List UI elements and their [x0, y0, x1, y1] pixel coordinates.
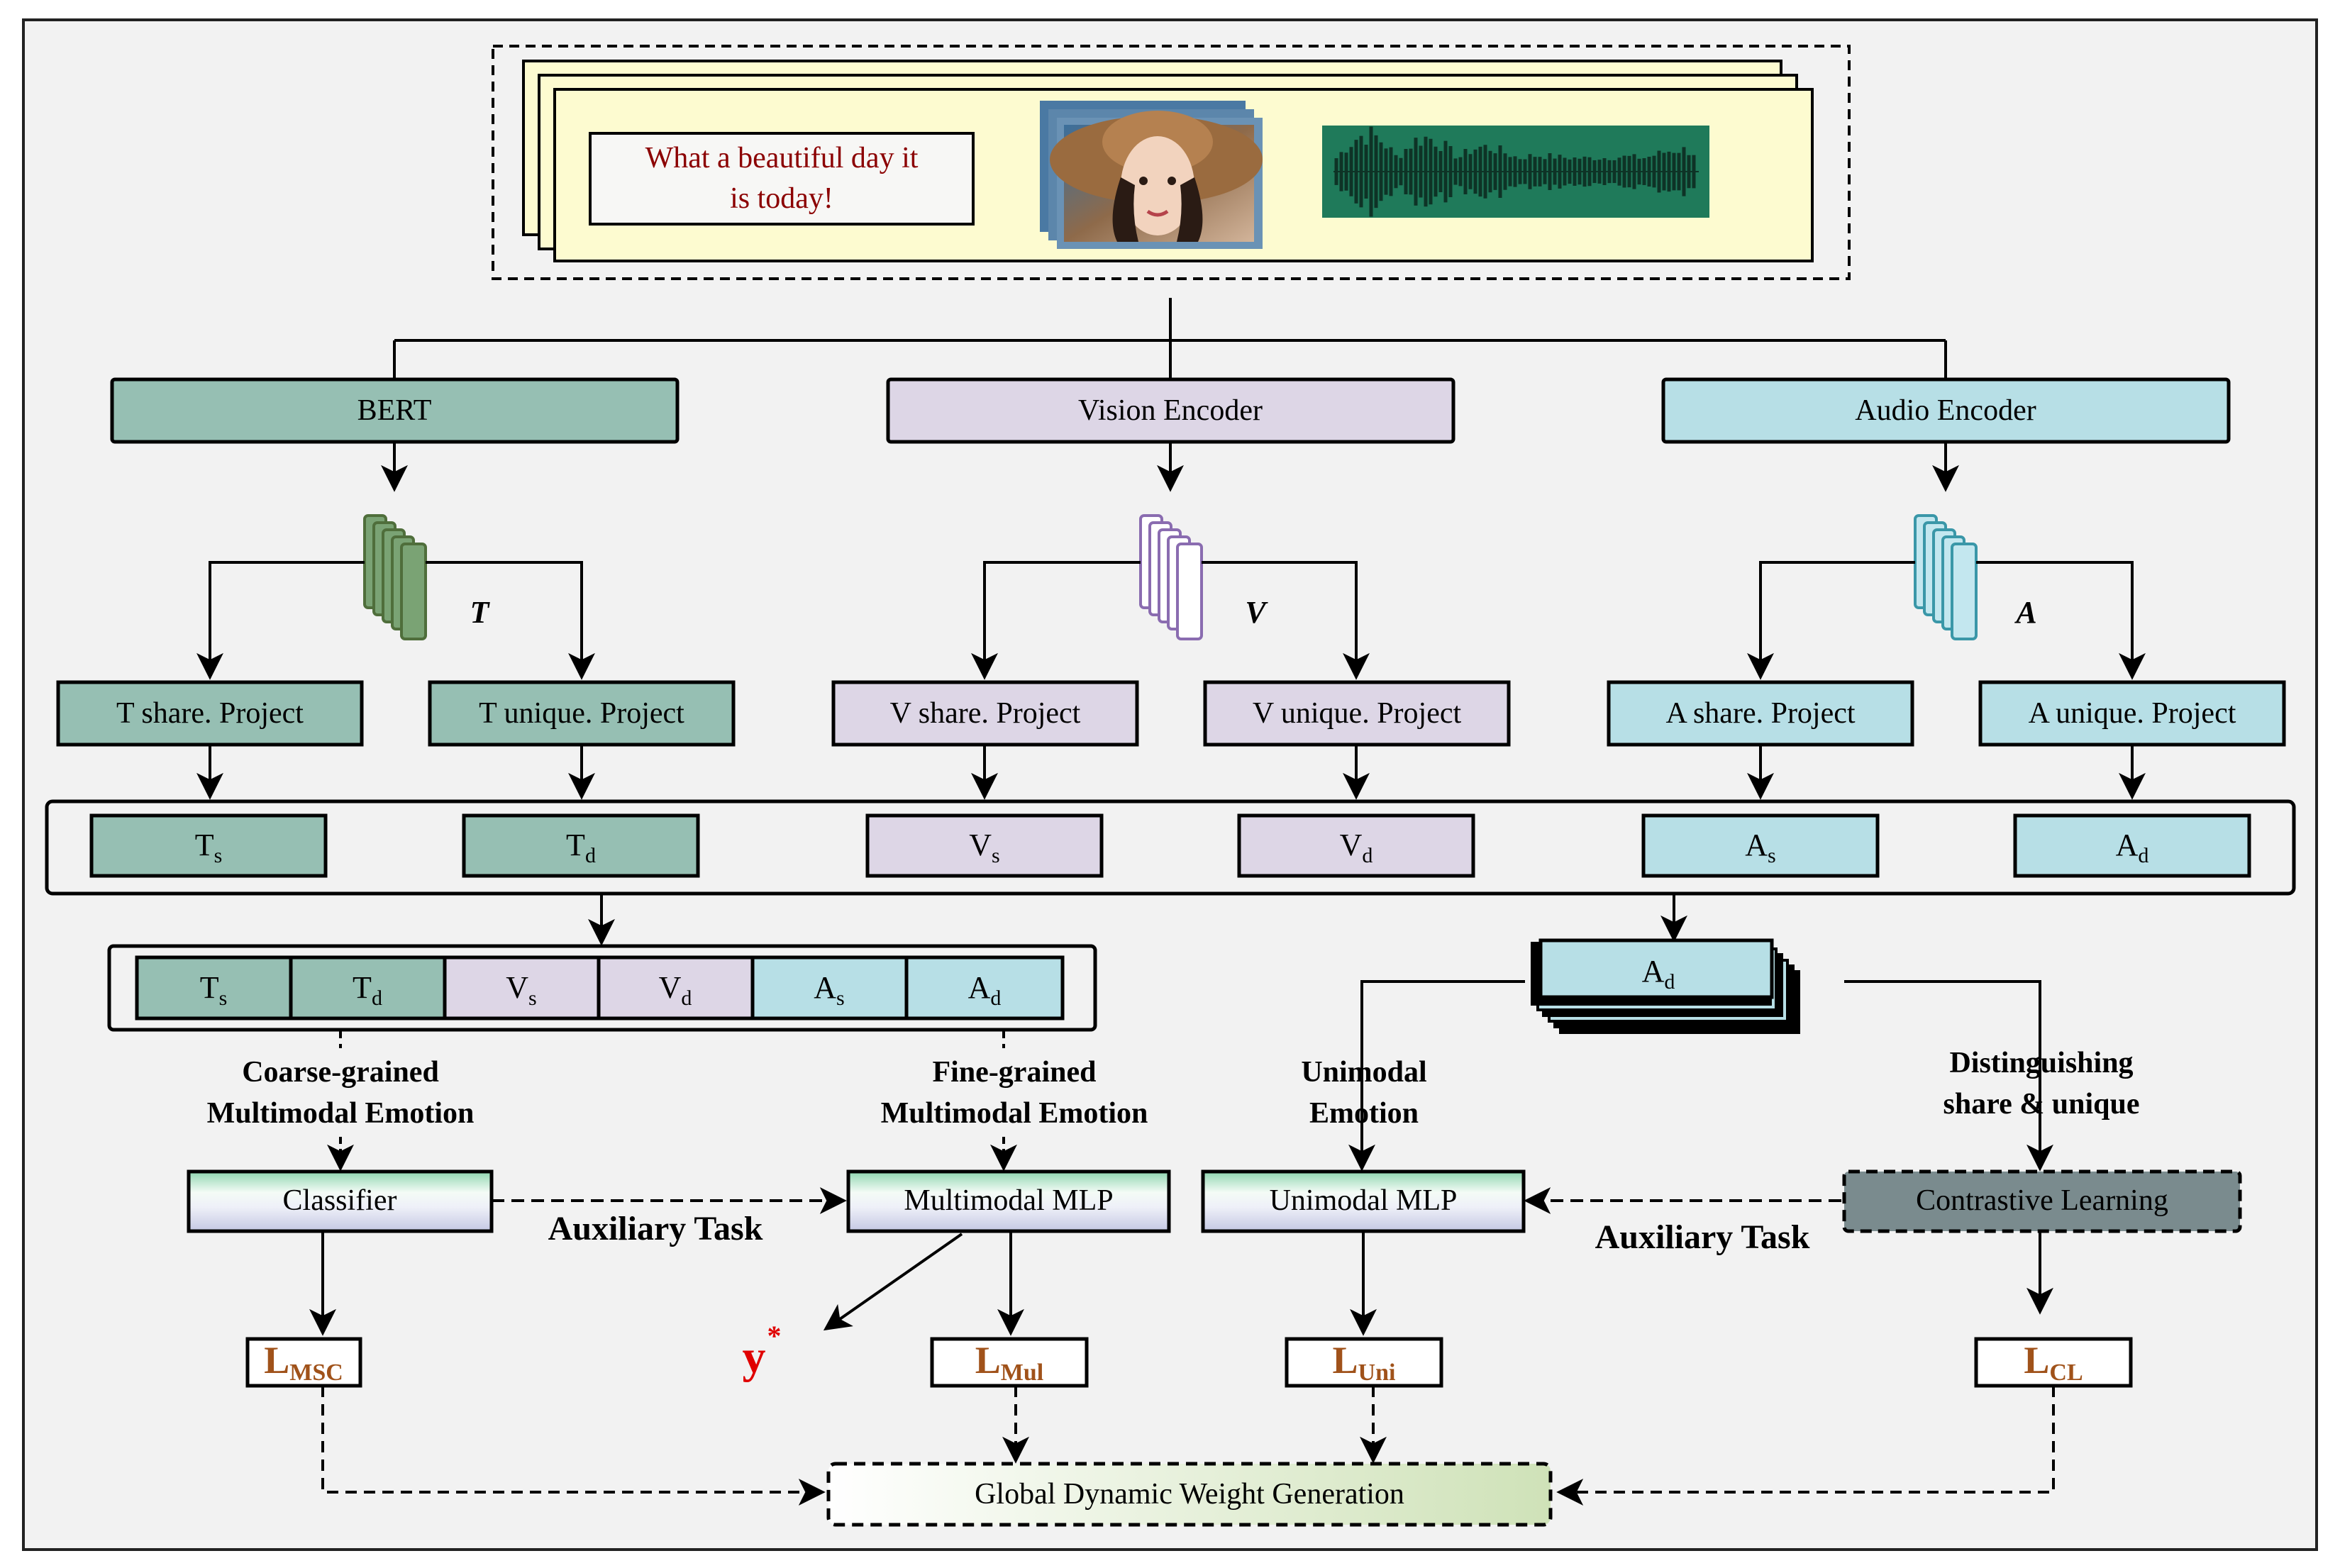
- distinguish-label-line1: Distinguishing: [1949, 1047, 2133, 1079]
- v-share-project-box[interactable]: [831, 680, 1139, 747]
- losses: LMSC LMul LUni LCL: [245, 1337, 2133, 1388]
- contrastive-learning-box[interactable]: [1842, 1169, 2242, 1233]
- t-share-project-box[interactable]: [56, 680, 364, 747]
- coarse-label-line2: Multimodal Emotion: [207, 1097, 475, 1130]
- concat-vd-label: Vd: [659, 970, 692, 1010]
- input-text-line1: What a beautiful day it: [645, 142, 919, 174]
- face-image-icon: [1040, 101, 1263, 249]
- auxiliary-task-right-label: Auxiliary Task: [1595, 1218, 1810, 1256]
- concat-ts-label: Ts: [200, 970, 228, 1010]
- token-td-box: [462, 813, 700, 878]
- multimodal-mlp-box[interactable]: [846, 1169, 1171, 1233]
- concat-ts-box: [135, 955, 293, 1021]
- token-ts-label: Ts: [195, 828, 223, 867]
- a-unique-project-box[interactable]: [1978, 680, 2286, 747]
- v-unique-project-label: V unique. Project: [1253, 697, 1462, 730]
- token-vd-box: [1237, 813, 1475, 878]
- audio-feature-stack-icon: [1914, 514, 1978, 640]
- token-row-arrows: [588, 894, 1687, 946]
- global-connectors: [321, 1386, 2055, 1506]
- token-ad-label: Ad: [2116, 828, 2149, 867]
- token-vs-label: Vs: [969, 828, 999, 867]
- concat-ad-box: [904, 955, 1065, 1021]
- vision-feature-stack-icon: [1139, 514, 1203, 640]
- concat-td-label: Td: [353, 970, 382, 1010]
- token-ad-box: [2013, 813, 2251, 878]
- bert-encoder-label: BERT: [357, 394, 432, 427]
- multimodal-mlp-label: Multimodal MLP: [904, 1184, 1113, 1217]
- unimodal-label-line2: Emotion: [1309, 1097, 1419, 1130]
- token-row-container: [45, 799, 2296, 896]
- concat-vd-box: [597, 955, 755, 1021]
- auxiliary-task-left-label: Auxiliary Task: [548, 1210, 763, 1247]
- loss-uni-label: LUni: [1333, 1339, 1396, 1386]
- output-y-label: y*: [743, 1320, 782, 1383]
- text-feature-label: T: [470, 595, 491, 630]
- projection-arrows: [196, 745, 2146, 800]
- concat-ad-label: Ad: [968, 970, 1002, 1010]
- loss-msc-label: LMSC: [264, 1339, 343, 1386]
- global-weight-label: Global Dynamic Weight Generation: [975, 1478, 1404, 1511]
- classifier-label: Classifier: [283, 1184, 397, 1217]
- a-share-project-box[interactable]: [1607, 680, 1914, 747]
- token-as-label: As: [1745, 828, 1775, 867]
- concat-drop-lines: [339, 1030, 1005, 1048]
- token-ts-box: [89, 813, 328, 878]
- loss-mul-label: LMul: [975, 1339, 1043, 1386]
- a-share-project-label: A share. Project: [1665, 697, 1855, 730]
- unimodal-label-line1: Unimodal: [1301, 1056, 1426, 1089]
- a-unique-project-label: A unique. Project: [2029, 697, 2236, 730]
- audio-feature-label: A: [2014, 595, 2036, 630]
- input-dashed-frame: [492, 45, 1851, 280]
- loss-cl-label: LCL: [2024, 1339, 2083, 1386]
- token-row: Ts Td Vs Vd As Ad: [89, 813, 2251, 878]
- loss-msc-box: [245, 1337, 362, 1388]
- fine-label-line1: Fine-grained: [933, 1056, 1097, 1089]
- classifier-box[interactable]: [187, 1169, 494, 1233]
- global-weight-box[interactable]: [826, 1462, 1553, 1527]
- token-td-label: Td: [566, 828, 596, 867]
- t-share-project-label: T share. Project: [116, 697, 304, 730]
- ad-stack-label: Ad: [1642, 954, 1675, 994]
- ad-stack-front-box: [1538, 938, 1774, 999]
- concat-row: Ts Td Vs Vd As Ad: [135, 955, 1065, 1021]
- loss-cl-box: [1974, 1337, 2133, 1388]
- input-text-line2: is today!: [730, 182, 833, 215]
- vision-encoder-label: Vision Encoder: [1078, 394, 1263, 427]
- audio-encoder-label: Audio Encoder: [1855, 394, 2036, 427]
- v-unique-project-box[interactable]: [1203, 680, 1511, 747]
- feature-split-connectors: [196, 561, 2146, 680]
- projection-boxes: T share. Project T unique. Project V sha…: [56, 680, 2286, 747]
- loss-mul-box: [930, 1337, 1089, 1388]
- concat-td-box: [289, 955, 447, 1021]
- loss-uni-box: [1285, 1337, 1443, 1388]
- ad-stack: Ad: [1531, 938, 1800, 1034]
- encoder-arrows: [381, 442, 1959, 492]
- ad-stack-connectors: [1348, 980, 2053, 1172]
- text-feature-stack-icon: [363, 514, 427, 640]
- module-input-arrows: [327, 1137, 1017, 1172]
- vision-feature-label: V: [1245, 595, 1268, 630]
- token-vd-label: Vd: [1340, 828, 1373, 867]
- concat-row-container: [107, 944, 1097, 1032]
- unimodal-mlp-label: Unimodal MLP: [1270, 1184, 1458, 1217]
- concat-vs-label: Vs: [506, 970, 536, 1010]
- t-unique-project-label: T unique. Project: [479, 697, 684, 730]
- token-vs-box: [865, 813, 1104, 878]
- coarse-label-line1: Coarse-grained: [242, 1056, 439, 1089]
- audio-waveform-icon: [1322, 126, 1709, 218]
- input-text-box: [589, 132, 975, 226]
- contrastive-learning-label: Contrastive Learning: [1916, 1184, 2168, 1217]
- input-split-connector: [393, 298, 1947, 379]
- outer-frame: [22, 18, 2318, 1551]
- v-share-project-label: V share. Project: [890, 697, 1081, 730]
- concat-as-label: As: [814, 970, 844, 1010]
- unimodal-mlp-box[interactable]: [1201, 1169, 1526, 1233]
- token-as-box: [1641, 813, 1880, 878]
- distinguish-label-line2: share & unique: [1943, 1088, 2140, 1121]
- fine-label-line2: Multimodal Emotion: [881, 1097, 1148, 1130]
- loss-arrows: [309, 1231, 2053, 1336]
